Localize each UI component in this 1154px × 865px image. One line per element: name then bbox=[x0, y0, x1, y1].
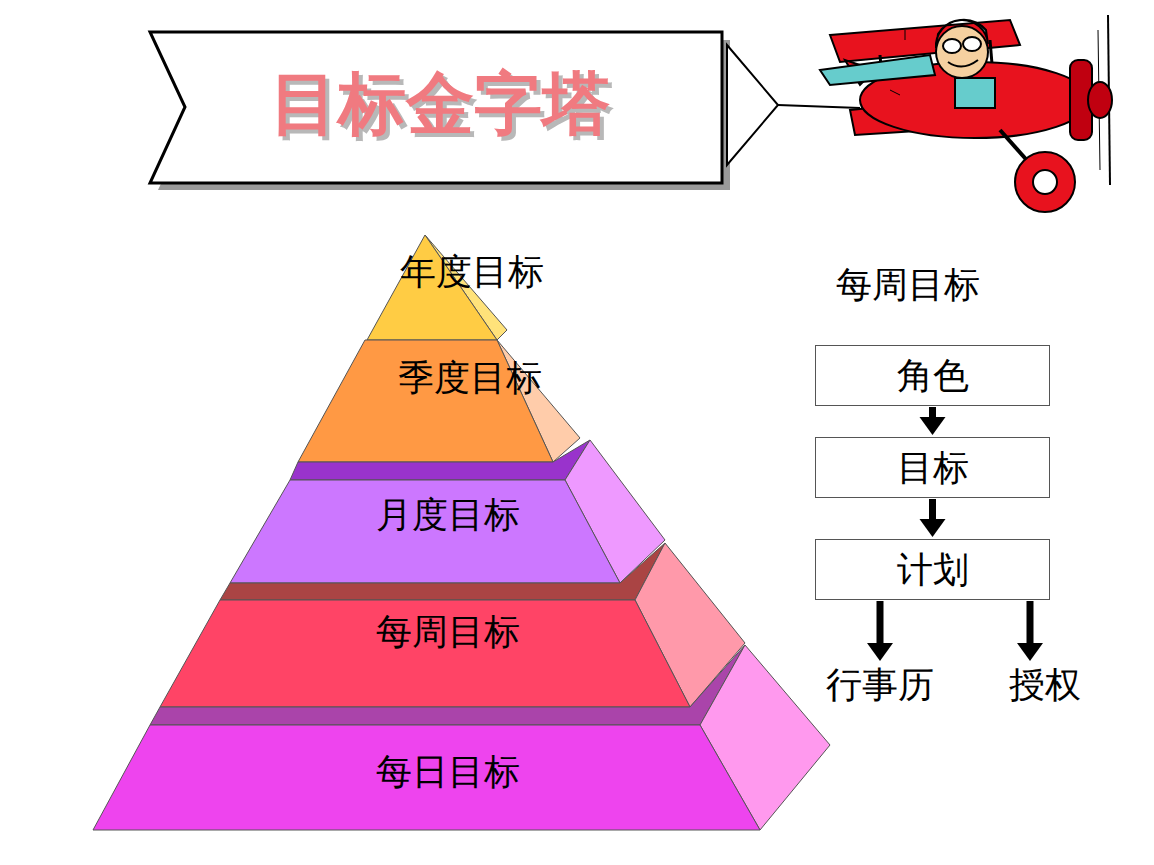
flow-arrow bbox=[920, 499, 946, 537]
arrow-shaft bbox=[877, 601, 884, 647]
process-box: 目标 bbox=[815, 437, 1050, 498]
band-face bbox=[160, 600, 690, 707]
title-text: 目标金字塔 bbox=[270, 67, 610, 142]
band-face bbox=[230, 480, 620, 583]
pyramid-band: 季度目标 bbox=[298, 340, 580, 462]
flow-arrow bbox=[920, 407, 946, 435]
node-text: 目标 bbox=[897, 448, 969, 488]
tow-line bbox=[778, 105, 860, 108]
arrow-head bbox=[867, 643, 893, 661]
process-box: 角色 bbox=[815, 345, 1050, 406]
arrow-head bbox=[920, 519, 946, 537]
arrow-head bbox=[920, 417, 946, 435]
band-face bbox=[93, 725, 760, 830]
banner bbox=[150, 32, 722, 183]
flow-arrow bbox=[867, 601, 893, 661]
text-node: 授权 bbox=[1005, 663, 1085, 707]
process-box: 计划 bbox=[815, 539, 1050, 600]
arrow-shaft bbox=[1027, 601, 1034, 647]
node-text: 每日目标 bbox=[376, 752, 520, 792]
band-face bbox=[220, 543, 665, 600]
pyramid-band: 年度目标 bbox=[367, 235, 507, 340]
pyramid-band: 每日目标 bbox=[93, 645, 830, 830]
node-text: 行事历 bbox=[826, 665, 934, 705]
node-text: 年度目标 bbox=[400, 252, 544, 292]
node-text: 计划 bbox=[897, 550, 969, 590]
pyramid-band: 每周目标 bbox=[160, 543, 745, 707]
band-face bbox=[298, 340, 553, 462]
node-text: 角色 bbox=[897, 356, 969, 396]
node-text: 季度目标 bbox=[398, 358, 542, 398]
band-face bbox=[290, 440, 590, 480]
band-face bbox=[150, 645, 745, 725]
flow-arrow bbox=[1017, 601, 1043, 661]
text-node: 行事历 bbox=[822, 663, 938, 707]
flow-heading: 每周目标 bbox=[836, 265, 980, 305]
banner-pointer bbox=[727, 45, 778, 165]
airplane bbox=[820, 15, 1112, 212]
node-text: 授权 bbox=[1009, 665, 1081, 705]
arrow-head bbox=[1017, 643, 1043, 661]
node-text: 月度目标 bbox=[376, 495, 520, 535]
band-shape bbox=[93, 645, 830, 830]
node-text: 每周目标 bbox=[376, 612, 520, 652]
pyramid-band: 月度目标 bbox=[230, 440, 665, 583]
